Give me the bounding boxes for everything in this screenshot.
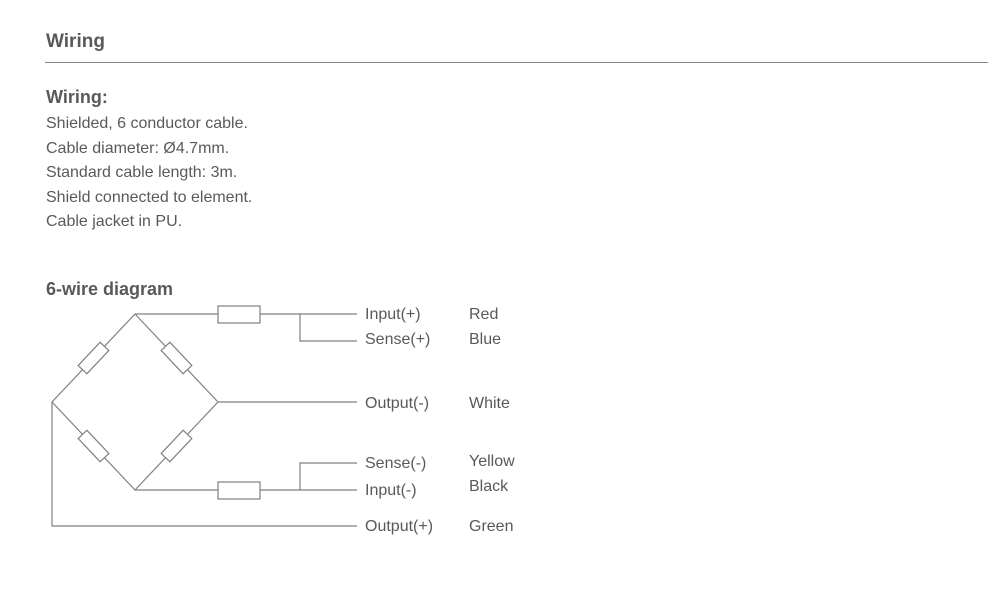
diagram-title: 6-wire diagram (46, 279, 174, 299)
wiring-specs: Shielded, 6 conductor cable. Cable diame… (46, 112, 252, 235)
wire-color: Red (469, 306, 499, 323)
wire-signal: Sense(-) (365, 455, 427, 472)
spec-line: Cable jacket in PU. (46, 213, 183, 230)
wire-color: Black (469, 478, 509, 495)
resistor-lower-left (77, 429, 110, 463)
wire-signal: Output(-) (365, 395, 430, 412)
wire-color: Yellow (469, 453, 515, 470)
wiring-heading: Wiring: (46, 87, 108, 107)
resistor-top (217, 305, 261, 324)
wire-signal: Input(+) (365, 306, 421, 323)
wire-color: Blue (469, 331, 502, 348)
spec-line: Shield connected to element. (46, 188, 253, 206)
resistor-upper-right (160, 341, 193, 375)
spec-line: Cable diameter: Ø4.7mm. (46, 139, 230, 157)
spec-line: Standard cable length: 3m. (46, 164, 238, 181)
spec-line: Shielded, 6 conductor cable. (46, 115, 248, 132)
divider (45, 62, 988, 63)
wire-color: White (469, 395, 510, 412)
wire-color: Green (469, 518, 514, 535)
resistor-lower-right (160, 429, 193, 463)
wire-signal: Sense(+) (365, 331, 431, 348)
wire-signal: Input(-) (365, 482, 417, 499)
resistor-upper-left (77, 341, 110, 375)
resistor-bottom (217, 481, 261, 500)
section-title: Wiring (46, 31, 105, 52)
wire-signal: Output(+) (365, 518, 434, 535)
